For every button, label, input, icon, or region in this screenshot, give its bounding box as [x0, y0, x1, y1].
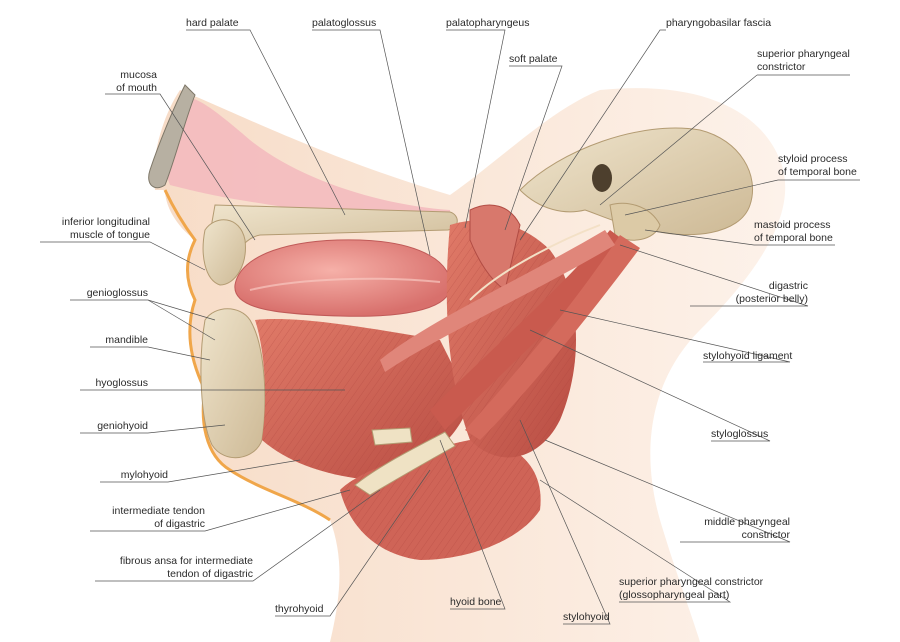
temporal-bone: [519, 127, 754, 241]
leader-line: [539, 479, 732, 603]
label-line: styloglossus: [711, 428, 769, 440]
label-line: mucosa: [120, 69, 157, 81]
leader-line: [147, 299, 216, 341]
label-line: stylohyoid: [563, 611, 610, 623]
label-intermediate-tendon: intermediate tendon of digastric: [90, 505, 205, 530]
leader-line: [100, 459, 301, 483]
label-mylohyoid: mylohyoid: [100, 469, 168, 482]
label-line: styloid process: [778, 153, 848, 165]
label-line: hard palate: [186, 17, 239, 29]
leader-line: [624, 179, 779, 216]
label-geniohyoid: geniohyoid: [80, 420, 148, 433]
label-line: digastric: [768, 280, 808, 292]
leader-line: [559, 309, 791, 363]
leader-line: [80, 424, 226, 434]
label-palatopharyngeus: palatopharyngeus: [446, 17, 529, 30]
label-line: palatoglossus: [312, 17, 377, 29]
label-line: soft palate: [509, 53, 558, 65]
label-line: muscle of tongue: [70, 228, 150, 241]
label-line: hyoglossus: [95, 377, 148, 389]
label-line: middle pharyngeal: [704, 516, 790, 528]
label-hyoglossus: hyoglossus: [80, 377, 148, 390]
leader-line: [186, 29, 346, 216]
leader-line: [312, 29, 431, 256]
label-thyrohyoid: thyrohyoid: [275, 603, 323, 616]
tongue: [234, 239, 451, 317]
leader-line: [529, 329, 771, 442]
label-line: constrictor: [741, 528, 790, 541]
label-palatoglossus: palatoglossus: [312, 17, 376, 30]
label-line: pharyngobasilar fascia: [666, 17, 772, 29]
leader-line: [644, 229, 755, 246]
label-inferior-longitudinal: inferior longitudinal muscle of tongue: [40, 216, 150, 241]
label-line: mandible: [105, 334, 148, 346]
stylo-muscles: [380, 224, 640, 440]
label-pharyngobasilar-fascia: pharyngobasilar fascia: [666, 17, 771, 30]
label-line: of digastric: [154, 517, 205, 530]
label-line: (posterior belly): [735, 292, 808, 305]
label-styloglossus: styloglossus: [711, 428, 768, 441]
leader-line: [519, 29, 666, 241]
label-stylohyoid: stylohyoid: [563, 611, 610, 624]
leader-line: [105, 93, 256, 241]
label-line: constrictor: [757, 60, 806, 73]
leader-line: [544, 439, 791, 543]
nasal-region: [148, 84, 450, 225]
label-line: intermediate tendon: [112, 505, 205, 517]
label-digastric-posterior: digastric (posterior belly): [690, 280, 808, 305]
leader-line: [446, 29, 506, 229]
leader-lines: [40, 29, 860, 625]
label-line: inferior longitudinal: [61, 216, 150, 228]
leader-line: [90, 346, 211, 361]
label-line: fibrous ansa for intermediate: [119, 555, 253, 567]
leader-line: [504, 65, 563, 231]
mandible-bone: [200, 219, 266, 459]
label-line: superior pharyngeal constrictor: [619, 576, 764, 588]
leader-line: [95, 489, 381, 582]
label-mucosa-of-mouth: mucosa of mouth: [105, 69, 157, 94]
hyoid-bone-shape: [354, 427, 456, 496]
label-styloid-process: styloid process of temporal bone: [778, 153, 857, 178]
label-line: hyoid bone: [450, 596, 502, 608]
leader-line: [519, 419, 611, 625]
label-fibrous-ansa: fibrous ansa for intermediate tendon of …: [95, 555, 253, 580]
label-line: palatopharyngeus: [446, 17, 530, 29]
label-line: superior pharyngeal: [757, 48, 850, 60]
label-genioglossus: genioglossus: [70, 287, 148, 300]
label-middle-pharyngeal-constrictor: middle pharyngeal constrictor: [680, 516, 790, 541]
label-hyoid-bone: hyoid bone: [450, 596, 501, 609]
label-line: tendon of digastric: [167, 567, 253, 580]
leader-line: [90, 489, 351, 532]
leader-line: [599, 74, 758, 206]
label-line: of mouth: [116, 81, 157, 94]
leader-line: [619, 244, 809, 307]
label-hard-palate: hard palate: [186, 17, 239, 30]
leader-line: [275, 469, 431, 617]
label-line: of temporal bone: [754, 231, 833, 244]
label-stylohyoid-ligament: stylohyoid ligament: [703, 350, 792, 363]
label-line: mylohyoid: [120, 469, 168, 481]
label-line: of temporal bone: [778, 165, 857, 178]
label-soft-palate: soft palate: [509, 53, 557, 66]
label-line: genioglossus: [86, 287, 148, 299]
label-line: stylohyoid ligament: [703, 350, 793, 362]
label-mandible: mandible: [90, 334, 148, 347]
label-line: thyrohyoid: [275, 603, 324, 615]
label-line: (glossopharyngeal part): [619, 588, 730, 601]
label-line: mastoid process: [754, 219, 831, 231]
leader-line: [40, 241, 206, 271]
label-mastoid-process: mastoid process of temporal bone: [754, 219, 833, 244]
leader-line: [439, 439, 506, 610]
label-line: geniohyoid: [97, 420, 148, 432]
label-superior-pharyngeal-constrictor: superior pharyngeal constrictor: [757, 48, 850, 73]
label-superior-pharyngeal-glosso: superior pharyngeal constrictor (glossop…: [619, 576, 763, 601]
